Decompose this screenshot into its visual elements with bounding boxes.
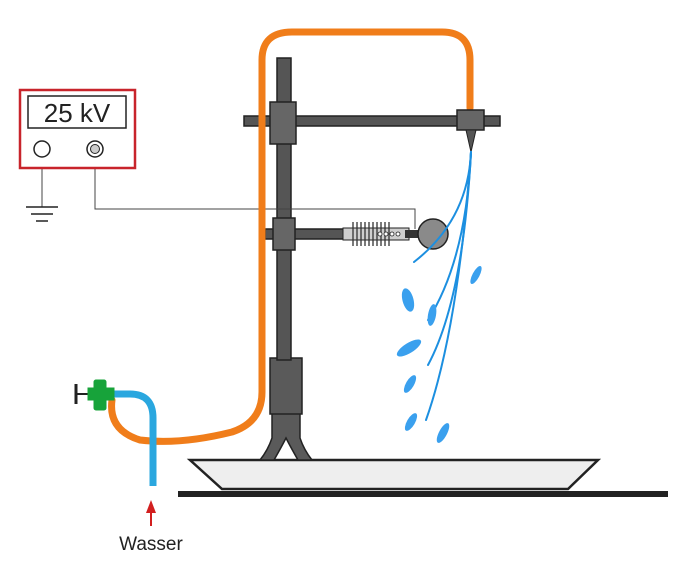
water-drop — [401, 288, 415, 312]
water-drops — [396, 266, 482, 443]
lower-clamp — [272, 217, 296, 251]
upper-clamp — [269, 101, 297, 145]
water-supply-pipe — [103, 390, 157, 486]
water-valve-icon[interactable] — [74, 379, 115, 411]
insulator — [342, 222, 419, 246]
water-drop — [470, 266, 482, 284]
table-surface — [178, 491, 668, 497]
voltage-readout: 25 kV — [44, 98, 111, 128]
water-drop — [427, 304, 437, 326]
nozzle — [456, 109, 485, 153]
water-drop — [436, 423, 450, 443]
water-inlet-arrow — [146, 500, 156, 526]
water-jets — [413, 151, 472, 421]
hv-wire — [94, 152, 416, 229]
water-inlet-label: Wasser — [119, 534, 183, 555]
influence-ring-icon — [417, 218, 449, 250]
stand-foot — [258, 411, 314, 461]
water-drop — [403, 375, 417, 393]
high-voltage-socket-inner — [90, 144, 100, 154]
stand-sleeve — [269, 357, 303, 415]
orange-hose — [108, 28, 474, 445]
water-drop — [404, 413, 418, 431]
upper-arm — [243, 115, 501, 127]
water-drop — [396, 339, 422, 357]
voltage-display — [27, 95, 127, 129]
collecting-tray — [186, 458, 602, 491]
ground-socket-icon[interactable] — [33, 140, 51, 158]
ground-symbol-icon — [26, 206, 58, 222]
hv-supply: 25 kV — [18, 88, 137, 170]
